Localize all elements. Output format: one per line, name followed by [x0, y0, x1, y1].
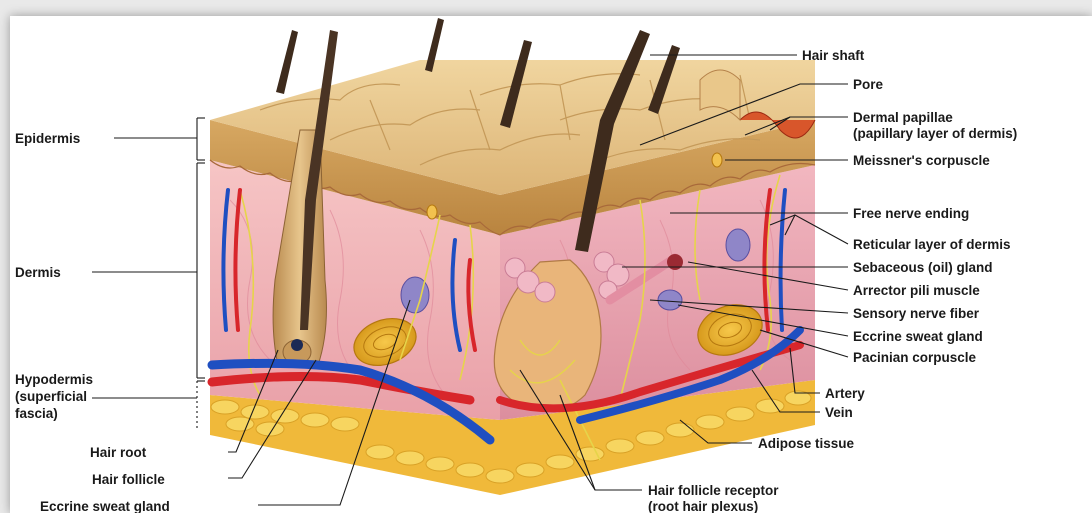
label-arrector-pili: Arrector pili muscle [853, 283, 980, 298]
label-vein: Vein [825, 405, 853, 420]
label-reticular-layer: Reticular layer of dermis [853, 237, 1011, 252]
label-epidermis: Epidermis [15, 131, 80, 146]
label-adipose-tissue: Adipose tissue [758, 436, 855, 451]
left-labels: Epidermis Dermis Hypodermis (superficial… [15, 131, 93, 421]
label-eccrine-sweat-gland-right: Eccrine sweat gland [853, 329, 983, 344]
label-sensory-nerve-fiber: Sensory nerve fiber [853, 306, 980, 321]
label-artery: Artery [825, 386, 865, 401]
label-dermal-papillae-1: Dermal papillae [853, 110, 953, 125]
right-labels: Hair shaft Pore Dermal papillae (papilla… [802, 48, 1017, 420]
label-free-nerve-ending: Free nerve ending [853, 206, 969, 221]
label-dermis: Dermis [15, 265, 61, 280]
label-dermal-papillae-2: (papillary layer of dermis) [853, 126, 1017, 141]
label-hair-follicle: Hair follicle [92, 472, 165, 487]
label-hair-shaft: Hair shaft [802, 48, 865, 63]
label-hypodermis-3: fascia) [15, 406, 58, 421]
label-hair-follicle-receptor-2: (root hair plexus) [648, 499, 758, 513]
label-hair-follicle-receptor-1: Hair follicle receptor [648, 483, 779, 498]
label-hypodermis-2: (superficial [15, 389, 87, 404]
label-eccrine-sweat-gland-bottom: Eccrine sweat gland [40, 499, 170, 513]
label-hair-root: Hair root [90, 445, 147, 460]
label-meissners-corpuscle: Meissner's corpuscle [853, 153, 990, 168]
label-sebaceous-gland: Sebaceous (oil) gland [853, 260, 993, 275]
label-pore: Pore [853, 77, 884, 92]
label-pacinian-corpuscle: Pacinian corpuscle [853, 350, 977, 365]
layer-brackets [197, 118, 205, 430]
muscle-knob [667, 254, 683, 270]
label-hypodermis-1: Hypodermis [15, 372, 93, 387]
